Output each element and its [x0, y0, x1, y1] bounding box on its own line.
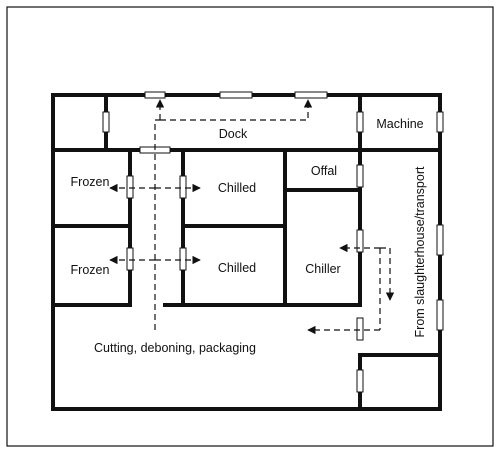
room-label-chiller: Chiller — [305, 262, 340, 276]
flow-lines — [109, 99, 395, 335]
room-label-frozen-bottom: Frozen — [71, 263, 110, 277]
room-label-cutting: Cutting, deboning, packaging — [94, 341, 256, 355]
room-label-chilled-top: Chilled — [218, 181, 256, 195]
room-label-dock: Dock — [219, 127, 248, 141]
room-label-corridor: From slaughterhouse/transport — [413, 166, 427, 337]
walls — [51, 93, 442, 411]
room-label-frozen-top: Frozen — [71, 175, 110, 189]
room-label-offal: Offal — [311, 164, 337, 178]
room-label-chilled-bottom: Chilled — [218, 261, 256, 275]
figure-frame — [6, 6, 494, 447]
room-label-machine: Machine — [376, 117, 423, 131]
